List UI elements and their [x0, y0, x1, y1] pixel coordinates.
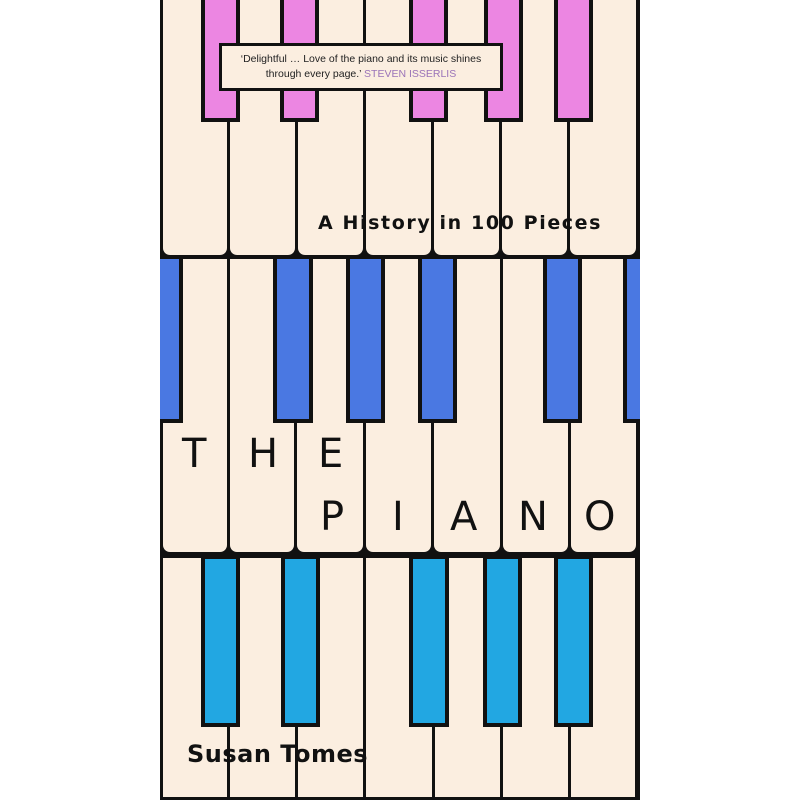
title-letter: P	[320, 494, 345, 540]
black-key	[554, 0, 593, 122]
quote-attribution: STEVEN ISSERLIS	[364, 68, 457, 80]
keyboard-band-bottom	[160, 555, 640, 800]
black-key	[201, 555, 240, 727]
title-letter: N	[518, 494, 548, 540]
title-letter: H	[248, 431, 279, 477]
keyboard-band-middle: T H E P I A N O	[160, 255, 640, 555]
black-key	[623, 255, 640, 423]
black-key	[273, 255, 313, 423]
keyboard-band-top: ‘Delightful … Love of the piano and its …	[160, 0, 640, 257]
book-cover: ‘Delightful … Love of the piano and its …	[160, 0, 640, 800]
review-quote: ‘Delightful … Love of the piano and its …	[219, 43, 503, 91]
title-letter: E	[318, 431, 344, 477]
quote-text: ‘Delightful … Love of the piano and its …	[240, 53, 482, 80]
book-author: Susan Tomes	[187, 740, 369, 768]
title-letter: A	[450, 494, 478, 540]
title-letter: T	[182, 431, 207, 477]
black-key	[346, 255, 385, 423]
black-key	[409, 555, 449, 727]
black-key	[483, 555, 522, 727]
black-key	[160, 255, 183, 423]
title-letter: O	[584, 494, 616, 540]
black-key	[543, 255, 582, 423]
black-key	[418, 255, 457, 423]
title-letter: I	[392, 494, 404, 540]
black-key	[281, 555, 320, 727]
black-key	[554, 555, 593, 727]
book-subtitle: A History in 100 Pieces	[318, 212, 603, 234]
